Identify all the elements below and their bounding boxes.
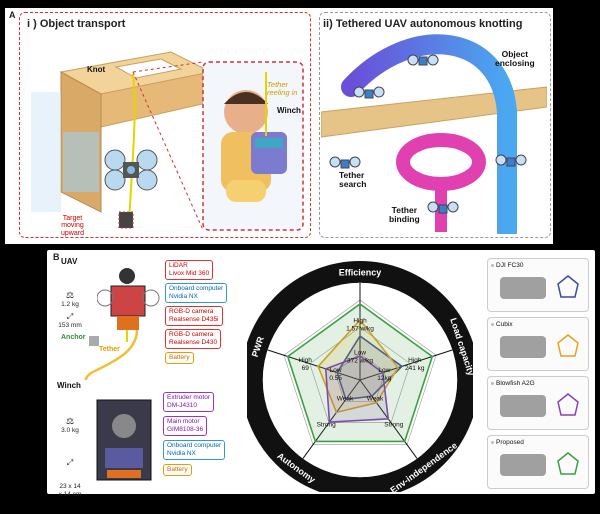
- radar-series-2: [324, 355, 390, 423]
- radar-low-0-0: Low: [354, 349, 366, 356]
- uav-weight-value: 1.2 kg: [61, 300, 79, 308]
- card-radar-shape: [557, 334, 579, 357]
- radar-high-1-0: High: [408, 357, 422, 364]
- comparison-card-2: Blowfish A2G: [487, 376, 589, 430]
- radar-spoke-4: [267, 349, 361, 381]
- knotting-illustration: [321, 34, 547, 234]
- radar-series-3: [286, 303, 434, 443]
- size-icon: ⤢: [66, 457, 74, 467]
- card-title: Cubix: [496, 321, 513, 328]
- uav-component-2: RGB-D camera Realsense D435i: [165, 306, 223, 326]
- radar-low-1-1: 12kg: [377, 375, 391, 382]
- radar-low-2-0: Weak: [367, 396, 384, 403]
- object-transport-illustration: [31, 51, 304, 231]
- tether-reeling-label: Tether reeling in: [267, 80, 298, 97]
- anchor-label: Anchor: [61, 334, 86, 341]
- radar-high-4-0: High: [299, 357, 313, 364]
- card-radar-shape: [557, 275, 579, 298]
- uav-size: ⤢ 153 mm: [55, 312, 85, 329]
- panel-b: B UAV ⚖ 1.2 kg ⤢ 153 mm LiDAR Livox Mid …: [47, 250, 595, 498]
- card-illustration: [500, 275, 579, 299]
- size-icon: ⤢: [66, 312, 74, 321]
- card-dot: [491, 441, 494, 444]
- radar-low-3-0: Weak: [337, 396, 354, 403]
- knot-label: Knot: [87, 65, 106, 74]
- card-device-shape: [500, 277, 546, 299]
- weight-icon: ⚖: [65, 290, 75, 300]
- winch-component-1: Main motor GIM8108-36: [163, 416, 208, 436]
- tether-search-label: Tether search: [339, 170, 367, 189]
- radar-high-0-0: High: [353, 317, 367, 324]
- panel-a-letter: A: [9, 10, 16, 20]
- autonomous-knotting-title: ii) Tethered UAV autonomous knotting: [323, 18, 523, 30]
- tether-illustration: [84, 330, 139, 380]
- winch-title: Winch: [57, 381, 81, 390]
- winch-component-0: Extruder motor DM-J4310: [163, 392, 214, 412]
- uav-title: UAV: [61, 257, 78, 266]
- comparison-card-1: Cubix: [487, 317, 589, 371]
- uav-component-3: RGB-D camera Realsense D430: [165, 329, 222, 349]
- radar-axis-0: Efficiency: [339, 268, 382, 278]
- object-enclosing-label: Object enclosing: [495, 49, 535, 68]
- radar-series-0: [336, 334, 404, 401]
- object-transport-title: i ) Object transport: [27, 18, 126, 30]
- winch-size: ⤢ 23 x 14 x 14 cm: [53, 442, 87, 514]
- radar-grid-2: [283, 299, 437, 446]
- card-title: DJI FC30: [496, 262, 524, 269]
- uav-component-4: Battery: [165, 352, 194, 364]
- radar-low-1-0: Low: [378, 367, 390, 374]
- card-device-shape: [500, 454, 546, 476]
- card-dot: [491, 382, 494, 385]
- card-dot: [491, 264, 494, 267]
- card-device-shape: [500, 336, 546, 358]
- uav-weight: ⚖ 1.2 kg: [57, 290, 83, 309]
- winch-size-value: 23 x 14 x 14 cm: [58, 482, 82, 498]
- comparison-card-0: DJI FC30: [487, 258, 589, 312]
- card-device-shape: [500, 395, 546, 417]
- winch-image: [96, 399, 152, 481]
- radar-series-1: [317, 318, 400, 414]
- comparison-card-3: Proposed: [487, 435, 589, 489]
- autonomous-knotting-frame: [319, 12, 551, 238]
- radar-grid-1: [309, 326, 411, 424]
- radar-spoke-3: [302, 379, 361, 459]
- winch-weight-value: 3.0 kg: [61, 426, 79, 434]
- uav-image: [97, 268, 160, 342]
- panel-b-letter: B: [53, 252, 60, 262]
- radar-low-0-1: 372 w/kg: [347, 357, 373, 364]
- radar-high-2-0: Strong: [384, 422, 404, 429]
- radar-high-1-1: 241 kg: [405, 365, 425, 372]
- card-radar-shape: [557, 393, 579, 416]
- card-dot: [491, 323, 494, 326]
- uav-component-1: Onboard computer Nvidia NX: [165, 283, 228, 303]
- tether-binding-label: Tether binding: [389, 205, 420, 224]
- radar-low-4-1: 0.55: [329, 375, 342, 382]
- tether-label: Tether: [99, 346, 120, 353]
- winch-component-2: Onboard computer Nvidia NX: [163, 440, 226, 460]
- winch-weight: ⚖ 3.0 kg: [55, 416, 85, 435]
- target-label: Target moving upward: [61, 215, 84, 237]
- radar-high-3-0: Strong: [317, 422, 337, 429]
- winch-component-3: Battery: [163, 464, 192, 476]
- card-illustration: [500, 393, 579, 417]
- object-transport-frame: [19, 12, 311, 238]
- radar-spoke-1: [359, 349, 453, 381]
- card-illustration: [500, 334, 579, 358]
- winch-label: Winch: [277, 106, 301, 115]
- card-radar-shape: [557, 452, 579, 475]
- radar-high-4-1: 69: [302, 365, 310, 372]
- card-illustration: [500, 452, 579, 476]
- panel-a: A i ) Object transport: [5, 8, 553, 244]
- radar-low-4-0: Low: [330, 367, 342, 374]
- radar-high-0-1: 1.57 w/kg: [346, 325, 374, 332]
- uav-size-value: 153 mm: [58, 321, 82, 329]
- uav-component-0: LiDAR Livox Mid 360: [165, 260, 214, 280]
- card-title: Blowfish A2G: [496, 380, 535, 387]
- weight-icon: ⚖: [65, 416, 75, 426]
- card-title: Proposed: [496, 439, 524, 446]
